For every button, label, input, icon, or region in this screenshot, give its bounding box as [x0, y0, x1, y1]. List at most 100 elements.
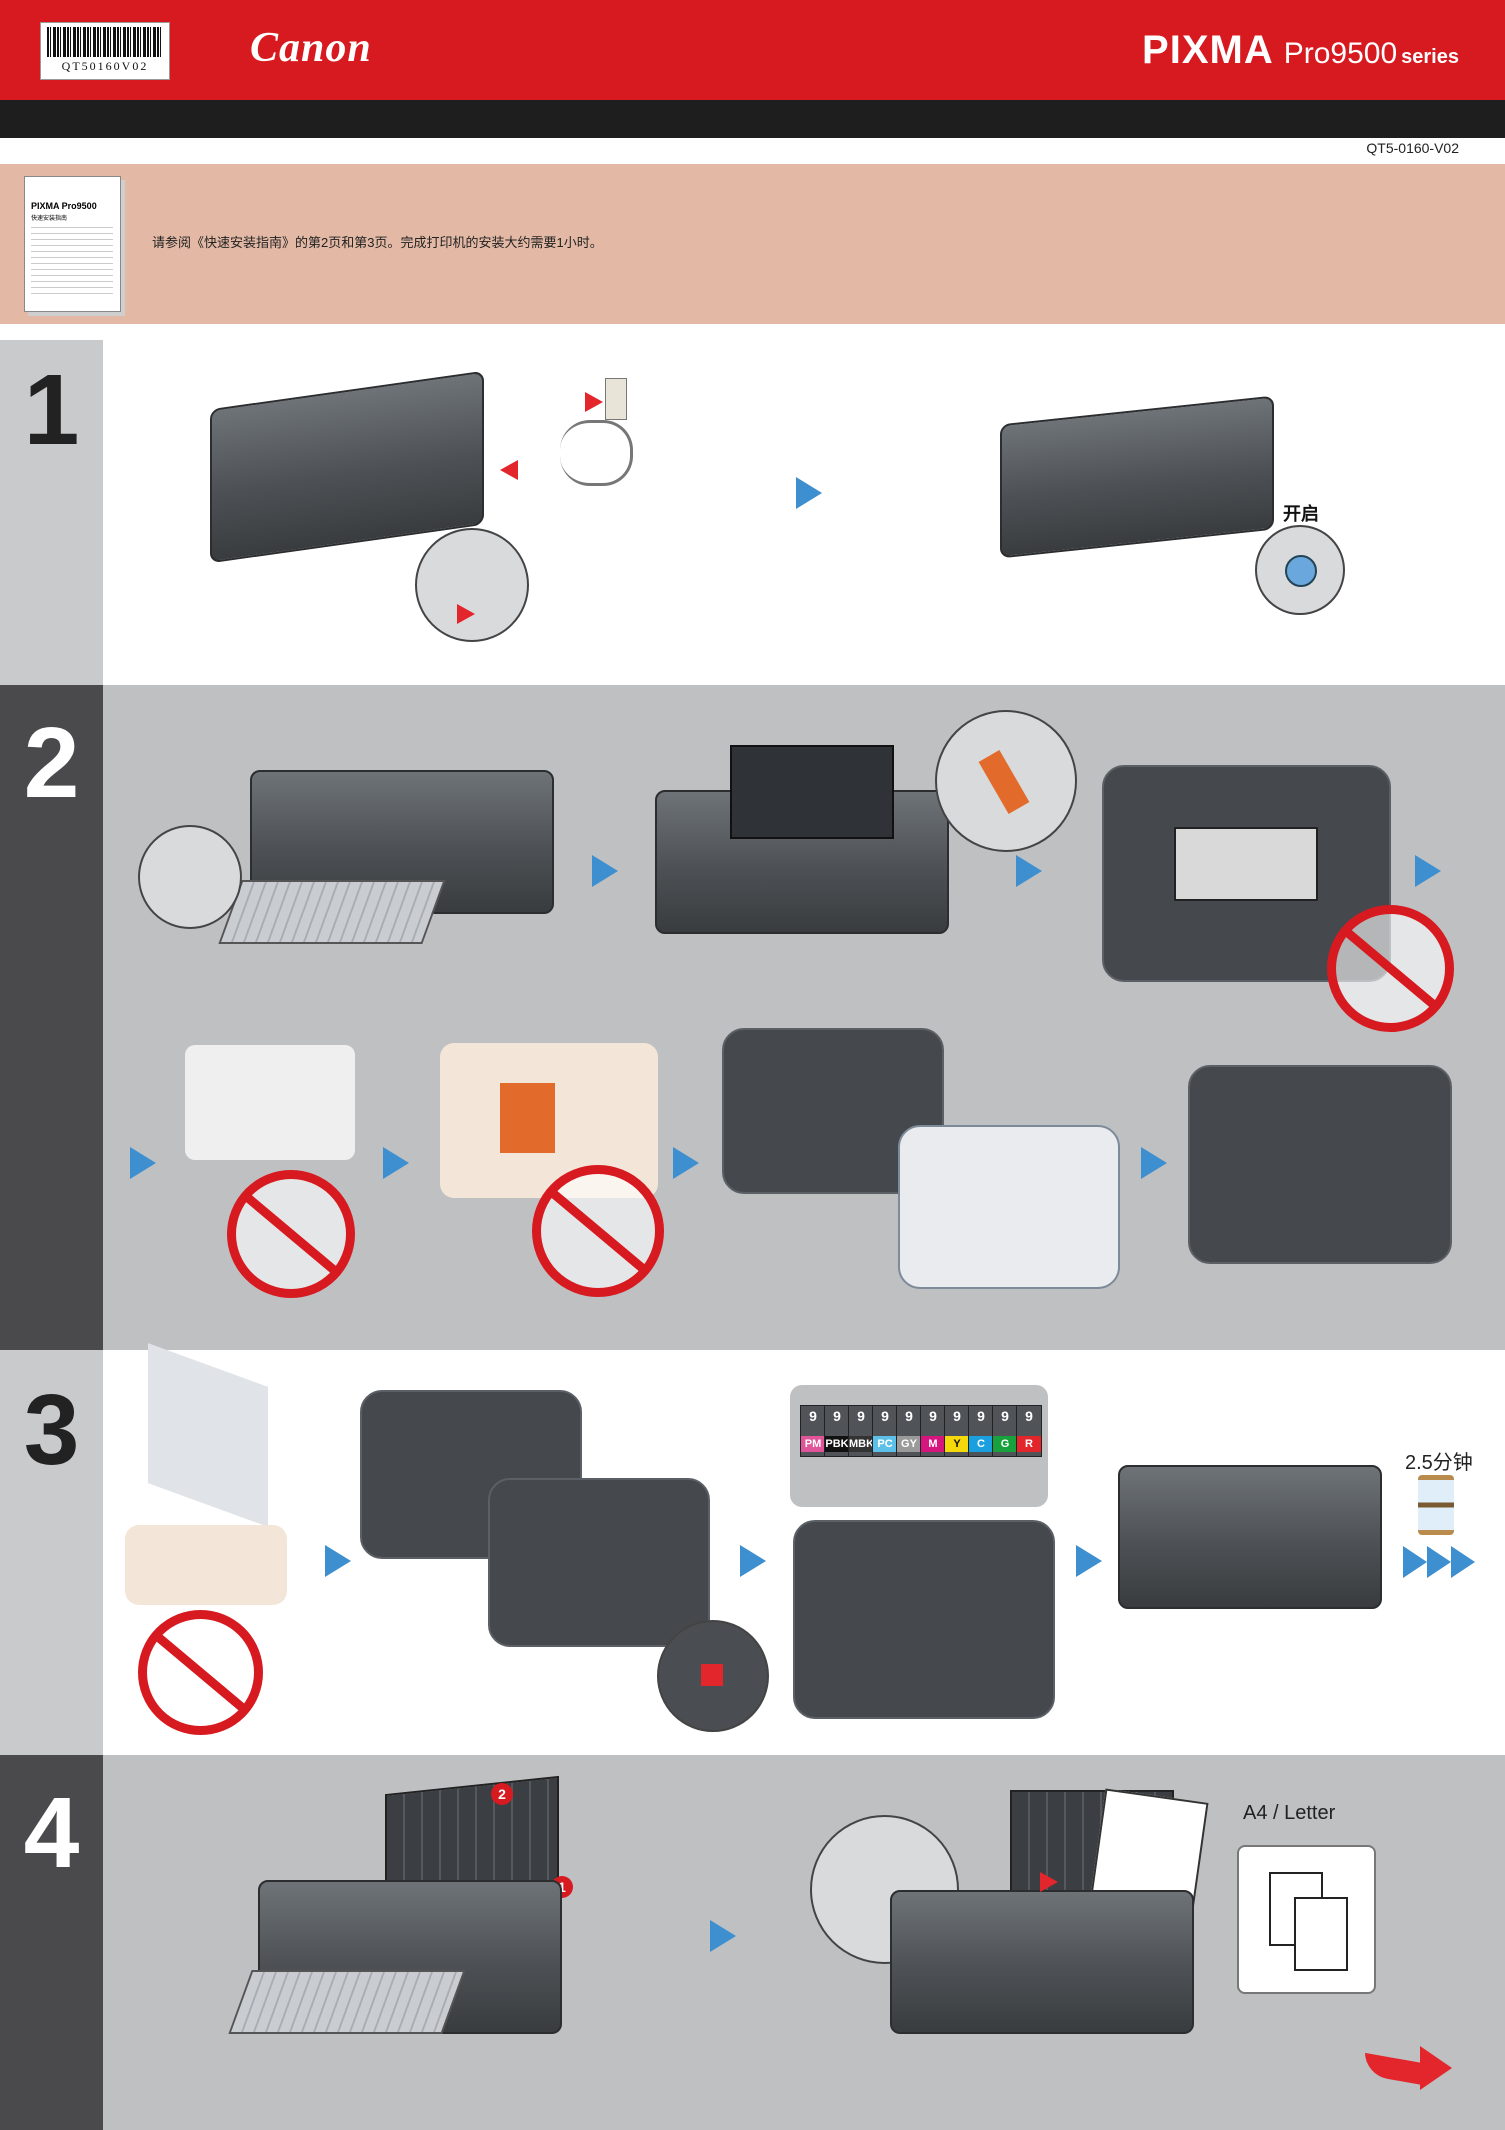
- printhead-package-illustration: [185, 1045, 355, 1160]
- ink-code-r: R: [1017, 1436, 1041, 1452]
- turn-page-arrow-icon: [1365, 2040, 1455, 2090]
- lamp-callout: [657, 1620, 769, 1732]
- barcode-text: QT50160V02: [61, 59, 149, 73]
- booklet-title: PIXMA Pro9500: [31, 201, 97, 211]
- model-name: PIXMA: [1142, 28, 1274, 72]
- section-1-number-bar: 1: [0, 340, 103, 685]
- step-arrow: [1141, 1147, 1167, 1179]
- wall-outlet-illustration: [605, 378, 627, 420]
- booklet-lines: [31, 227, 113, 297]
- barcode-bars: [47, 27, 163, 57]
- step-arrow: [740, 1545, 766, 1577]
- intro-text: 请参阅《快速安装指南》的第2页和第3页。完成打印机的安装大约需要1小时。: [152, 235, 603, 250]
- wait-arrow-icon: [1427, 1546, 1451, 1578]
- power-cord-illustration: [560, 420, 633, 486]
- section-4-number-bar: 4: [0, 1755, 103, 2130]
- paper-tray-illustration: [228, 1970, 466, 2034]
- paper-size-box: [1237, 1845, 1376, 1994]
- intro-band: [0, 164, 1505, 324]
- step-arrow: [1415, 855, 1441, 887]
- do-not-touch-icon: [1327, 905, 1454, 1032]
- section-2-number: 2: [23, 707, 80, 819]
- step-arrow: [710, 1920, 736, 1952]
- turn-arrow-head: [1420, 2046, 1452, 2090]
- do-not-touch-icon: [532, 1165, 664, 1297]
- paper-tray-illustration: [218, 880, 446, 944]
- hourglass-icon: [1418, 1475, 1454, 1535]
- ink-code-y: Y: [945, 1436, 969, 1452]
- header-dark-stripe: [0, 100, 1505, 138]
- step-arrow: [325, 1545, 351, 1577]
- cord-arrow: [500, 460, 518, 480]
- press-cartridge-panel: [488, 1478, 710, 1647]
- power-button-icon: [1285, 555, 1317, 587]
- booklet-thumbnail: PIXMA Pro9500 快速安装指南: [24, 176, 121, 312]
- connector-arrow: [457, 604, 475, 624]
- step-arrow: [1076, 1545, 1102, 1577]
- load-paper-arrow: [1040, 1872, 1058, 1892]
- section-4-number: 4: [23, 1777, 80, 1889]
- document-code: QT5-0160-V02: [1366, 140, 1459, 156]
- step-arrow: [673, 1147, 699, 1179]
- ink-code-pm: PM: [801, 1436, 825, 1452]
- wait-arrow-icon: [1451, 1546, 1475, 1578]
- cover-release-callout: [138, 825, 242, 929]
- ink-code-c: C: [969, 1436, 993, 1452]
- lock-lever-icon: [978, 750, 1030, 814]
- ink-code-mbk: MBK: [849, 1436, 875, 1452]
- turn-arrow-shaft: [1365, 2052, 1423, 2086]
- barcode: QT50160V02: [40, 22, 170, 80]
- paper-page-icon: [1294, 1897, 1348, 1971]
- step-2-badge: 2: [491, 1783, 513, 1805]
- printhead-holder-illustration: [1174, 827, 1318, 901]
- step-arrow: [383, 1147, 409, 1179]
- printer-illustration: [890, 1890, 1194, 2034]
- ink-code-m: M: [921, 1436, 945, 1452]
- do-not-touch-icon: [227, 1170, 355, 1298]
- ink-code-pc: PC: [873, 1436, 897, 1452]
- lock-lever-callout: [935, 710, 1077, 852]
- step-arrow: [796, 477, 822, 509]
- ink-code-g: G: [993, 1436, 1017, 1452]
- booklet-subtitle: 快速安装指南: [31, 216, 68, 222]
- step-arrow: [592, 855, 618, 887]
- power-connector-callout: [415, 528, 529, 642]
- remove-cap-hands-illustration: [125, 1525, 287, 1605]
- model-suffix: series: [1401, 46, 1459, 68]
- power-button-callout: [1255, 525, 1345, 615]
- model-number: Pro9500: [1283, 37, 1398, 70]
- ink-code-pbk: PBK: [825, 1436, 849, 1452]
- installed-cartridges-panel: [793, 1520, 1055, 1719]
- install-printhead-detail-panel: [898, 1125, 1120, 1289]
- wait-time-label: 2.5分钟: [1405, 1452, 1473, 1474]
- do-not-touch-icon: [138, 1610, 263, 1735]
- power-on-label: 开启: [1283, 504, 1319, 524]
- step-arrow: [130, 1147, 156, 1179]
- open-cover-illustration: [730, 745, 894, 839]
- printer-closing-illustration: [1118, 1465, 1382, 1609]
- section-3-number: 3: [23, 1374, 80, 1486]
- orange-cap-icon: [500, 1083, 555, 1153]
- lock-lever-panel: [1188, 1065, 1452, 1264]
- wait-arrow-icon: [1403, 1546, 1427, 1578]
- section-1-number: 1: [23, 354, 80, 466]
- step-arrow: [1016, 855, 1042, 887]
- brand-logo: Canon: [250, 25, 372, 71]
- ink-code-gy: GY: [897, 1436, 921, 1452]
- plug-arrow: [585, 392, 603, 412]
- section-3-number-bar: 3: [0, 1350, 103, 1755]
- ink-lamp-icon: [701, 1664, 723, 1686]
- section-2-number-bar: 2: [0, 685, 103, 1350]
